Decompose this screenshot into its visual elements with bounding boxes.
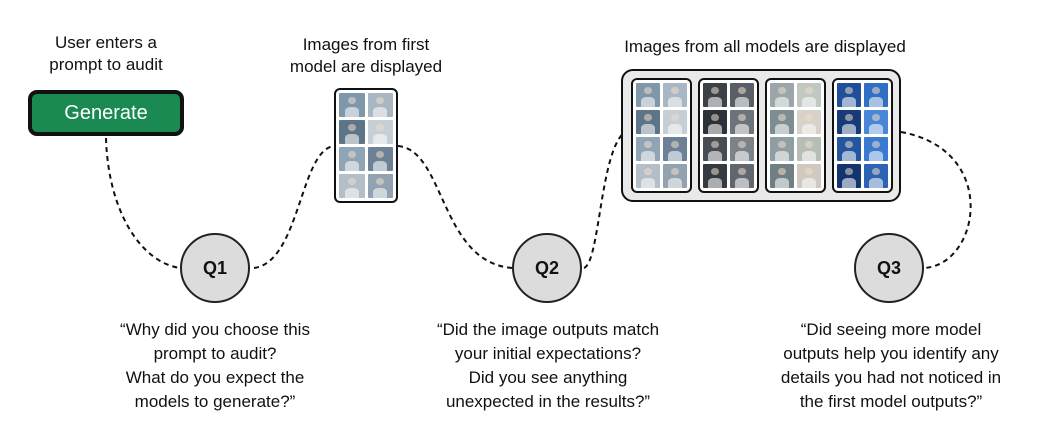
generated-image-thumbnail (837, 137, 861, 161)
generated-image-thumbnail (797, 137, 821, 161)
q3-quote: “Did seeing more model outputs help you … (746, 318, 1036, 414)
q3-quote-line-4: the first model outputs?” (799, 392, 983, 411)
generated-image-thumbnail (663, 164, 687, 188)
generated-image-thumbnail (703, 137, 727, 161)
q3-node: Q3 (854, 233, 924, 303)
generated-image-thumbnail (367, 120, 393, 144)
generated-image-thumbnail (730, 110, 754, 134)
model-2-image-grid (698, 78, 759, 193)
generated-image-thumbnail (663, 137, 687, 161)
connector-q2-to-all-models (583, 131, 626, 269)
generated-image-thumbnail (339, 93, 365, 117)
all-models-panel (621, 69, 901, 202)
generated-image-thumbnail (367, 147, 393, 171)
generated-image-thumbnail (797, 83, 821, 107)
q3-quote-line-3: details you had not noticed in (780, 368, 1002, 387)
generated-image-thumbnail (797, 110, 821, 134)
model-3-image-grid (765, 78, 826, 193)
generated-image-thumbnail (770, 110, 794, 134)
model-1-image-grid (631, 78, 692, 193)
start-label-line-2: prompt to audit (49, 55, 163, 74)
q3-quote-line-2: outputs help you identify any (783, 344, 999, 363)
generated-image-thumbnail (837, 83, 861, 107)
q3-quote-line-1: “Did seeing more model (800, 320, 982, 339)
q2-quote-line-4: unexpected in the results?” (445, 392, 651, 411)
connector-all-models-to-q3 (900, 131, 972, 269)
q1-node: Q1 (180, 233, 250, 303)
generated-image-thumbnail (797, 164, 821, 188)
generated-image-thumbnail (770, 83, 794, 107)
connector-generate-to-q1 (105, 137, 181, 269)
model-4-image-grid (832, 78, 893, 193)
all-models-label: Images from all models are displayed (624, 37, 906, 56)
q1-quote-line-2: prompt to audit? (153, 344, 277, 363)
q2-quote-line-1: “Did the image outputs match (436, 320, 660, 339)
q1-quote: “Why did you choose this prompt to audit… (80, 318, 350, 414)
generated-image-thumbnail (636, 164, 660, 188)
generated-image-thumbnail (636, 83, 660, 107)
generated-image-thumbnail (703, 83, 727, 107)
q2-quote: “Did the image outputs match your initia… (408, 318, 688, 414)
generated-image-thumbnail (703, 110, 727, 134)
generate-button[interactable]: Generate (28, 90, 184, 136)
generated-image-thumbnail (339, 120, 365, 144)
first-model-label-line-1: Images from first (302, 35, 430, 54)
first-model-label: Images from first model are displayed (276, 34, 456, 78)
generated-image-thumbnail (339, 174, 365, 198)
connector-first-model-to-q2 (397, 145, 513, 269)
generated-image-thumbnail (367, 174, 393, 198)
generated-image-thumbnail (730, 164, 754, 188)
q2-quote-line-2: your initial expectations? (454, 344, 642, 363)
generated-image-thumbnail (770, 164, 794, 188)
generated-image-thumbnail (636, 137, 660, 161)
generated-image-thumbnail (636, 110, 660, 134)
start-label-line-1: User enters a (54, 33, 158, 52)
generated-image-thumbnail (730, 137, 754, 161)
q2-node: Q2 (512, 233, 582, 303)
generated-image-thumbnail (770, 137, 794, 161)
q1-quote-line-4: models to generate?” (134, 392, 296, 411)
connector-q1-to-first-model (253, 145, 335, 269)
q2-quote-line-3: Did you see anything (468, 368, 628, 387)
generated-image-thumbnail (864, 83, 888, 107)
first-model-image-grid (334, 88, 398, 203)
generated-image-thumbnail (864, 137, 888, 161)
q1-quote-line-1: “Why did you choose this (120, 320, 310, 339)
generated-image-thumbnail (367, 93, 393, 117)
generated-image-thumbnail (663, 83, 687, 107)
generated-image-thumbnail (703, 164, 727, 188)
generated-image-thumbnail (837, 164, 861, 188)
generated-image-thumbnail (730, 83, 754, 107)
start-label: User enters a prompt to audit (28, 32, 184, 76)
first-model-label-line-2: model are displayed (289, 57, 443, 76)
generated-image-thumbnail (663, 110, 687, 134)
generated-image-thumbnail (864, 164, 888, 188)
q1-quote-line-3: What do you expect the (125, 368, 305, 387)
generated-image-thumbnail (837, 110, 861, 134)
generated-image-thumbnail (864, 110, 888, 134)
generated-image-thumbnail (339, 147, 365, 171)
